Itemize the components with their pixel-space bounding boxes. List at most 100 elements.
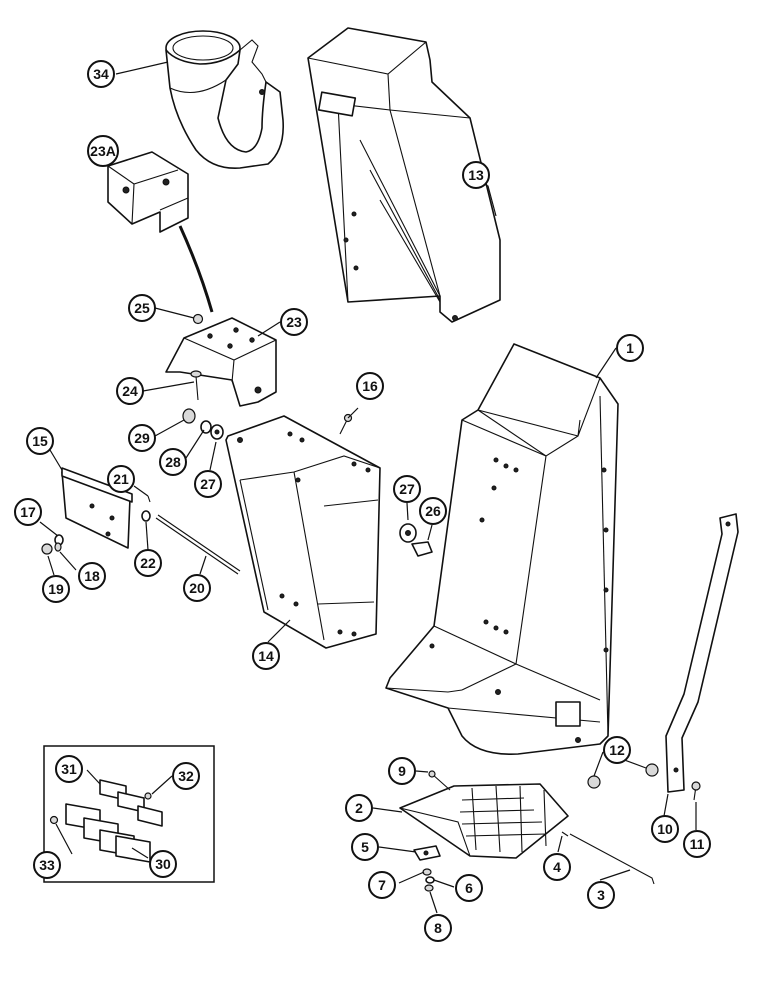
part-20-rod xyxy=(155,514,241,575)
callout-number: 8 xyxy=(434,920,442,936)
part-18-lockwasher xyxy=(54,542,62,552)
callout-7: 7 xyxy=(368,871,396,899)
callout-5: 5 xyxy=(351,833,379,861)
callout-23: 23 xyxy=(280,308,308,336)
callout-30: 30 xyxy=(149,850,177,878)
part-16-bolt xyxy=(339,413,353,435)
callout-number: 30 xyxy=(155,856,171,872)
part-2-grate xyxy=(399,783,569,859)
part-5-bracket xyxy=(413,845,441,861)
part-19-nut xyxy=(41,543,53,555)
callout-circle xyxy=(183,574,211,602)
callout-number: 11 xyxy=(690,836,705,852)
callout-28: 28 xyxy=(159,448,187,476)
callout-20: 20 xyxy=(183,574,211,602)
callout-number: 18 xyxy=(84,568,100,584)
callout-number: 2 xyxy=(355,800,363,816)
part-23-mounting-bracket xyxy=(165,317,277,407)
callout-circle xyxy=(172,762,200,790)
part-22-washer xyxy=(141,510,151,522)
part-10-support-strap xyxy=(665,513,739,793)
callout-number: 24 xyxy=(122,383,138,399)
callout-number: 29 xyxy=(134,430,150,446)
part-29-spacer xyxy=(182,408,196,424)
callout-17: 17 xyxy=(14,498,42,526)
callout-3: 3 xyxy=(587,881,615,909)
callout-circle xyxy=(462,161,490,189)
part-21-pin xyxy=(147,495,151,503)
callout-circle xyxy=(87,135,119,167)
callout-circle xyxy=(149,850,177,878)
callout-22: 22 xyxy=(134,549,162,577)
callout-circle xyxy=(107,465,135,493)
callout-24: 24 xyxy=(116,377,144,405)
callout-33: 33 xyxy=(33,851,61,879)
callout-number: 17 xyxy=(20,504,36,520)
callout-26: 26 xyxy=(419,497,447,525)
callout-18: 18 xyxy=(78,562,106,590)
part-23a-bracket xyxy=(107,151,189,233)
callout-number: 4 xyxy=(553,859,561,875)
callout-number: 13 xyxy=(468,167,484,183)
callout-circle xyxy=(26,427,54,455)
callout-number: 25 xyxy=(134,300,150,316)
callout-13: 13 xyxy=(462,161,490,189)
part-12-nuts xyxy=(587,763,659,789)
callout-number: 14 xyxy=(258,648,274,664)
callout-number: 27 xyxy=(399,481,415,497)
callout-number: 31 xyxy=(61,761,77,777)
callout-number: 6 xyxy=(465,880,473,896)
callout-10: 10 xyxy=(651,815,679,843)
callout-circle xyxy=(543,853,571,881)
callout-number: 26 xyxy=(425,503,441,519)
callout-circle xyxy=(683,830,711,858)
callout-number: 21 xyxy=(113,471,129,487)
callout-number: 23 xyxy=(286,314,302,330)
part-24-bolt xyxy=(190,370,202,401)
callout-circle xyxy=(351,833,379,861)
callout-number: 10 xyxy=(657,821,673,837)
callout-circle xyxy=(345,794,373,822)
part-13-upper-chute xyxy=(307,27,501,323)
callout-number: 5 xyxy=(361,839,369,855)
callout-4: 4 xyxy=(543,853,571,881)
part-11-bolt xyxy=(691,781,701,801)
callout-21: 21 xyxy=(107,465,135,493)
callout-circle xyxy=(55,755,83,783)
part-27-washer-right xyxy=(399,523,417,543)
callout-circle xyxy=(616,334,644,362)
callout-number: 16 xyxy=(362,378,378,394)
callout-circle xyxy=(356,372,384,400)
part-7-6-8-hardware xyxy=(422,868,435,892)
callout-27: 27 xyxy=(194,470,222,498)
callout-25: 25 xyxy=(128,294,156,322)
callout-number: 9 xyxy=(398,763,406,779)
callout-16: 16 xyxy=(356,372,384,400)
part-4-clip xyxy=(561,831,569,837)
callout-12: 12 xyxy=(603,736,631,764)
callout-1: 1 xyxy=(616,334,644,362)
callout-number: 28 xyxy=(165,454,181,470)
callout-circle xyxy=(252,642,280,670)
part-34-spout-elbow xyxy=(165,30,285,169)
callout-2: 2 xyxy=(345,794,373,822)
callout-number: 22 xyxy=(140,555,156,571)
callout-circle xyxy=(368,871,396,899)
callout-number: 12 xyxy=(609,742,625,758)
part-3-rod xyxy=(569,833,655,885)
callout-circle xyxy=(159,448,187,476)
callout-15: 15 xyxy=(26,427,54,455)
callout-number: 15 xyxy=(32,433,48,449)
callout-23A: 23A xyxy=(87,135,119,167)
callout-29: 29 xyxy=(128,424,156,452)
callout-circle xyxy=(134,549,162,577)
callout-number: 20 xyxy=(189,580,205,596)
callout-number: 3 xyxy=(597,887,605,903)
part-27-washer-left xyxy=(210,424,224,440)
callout-9: 9 xyxy=(388,757,416,785)
callout-circle xyxy=(419,497,447,525)
callout-circle xyxy=(280,308,308,336)
